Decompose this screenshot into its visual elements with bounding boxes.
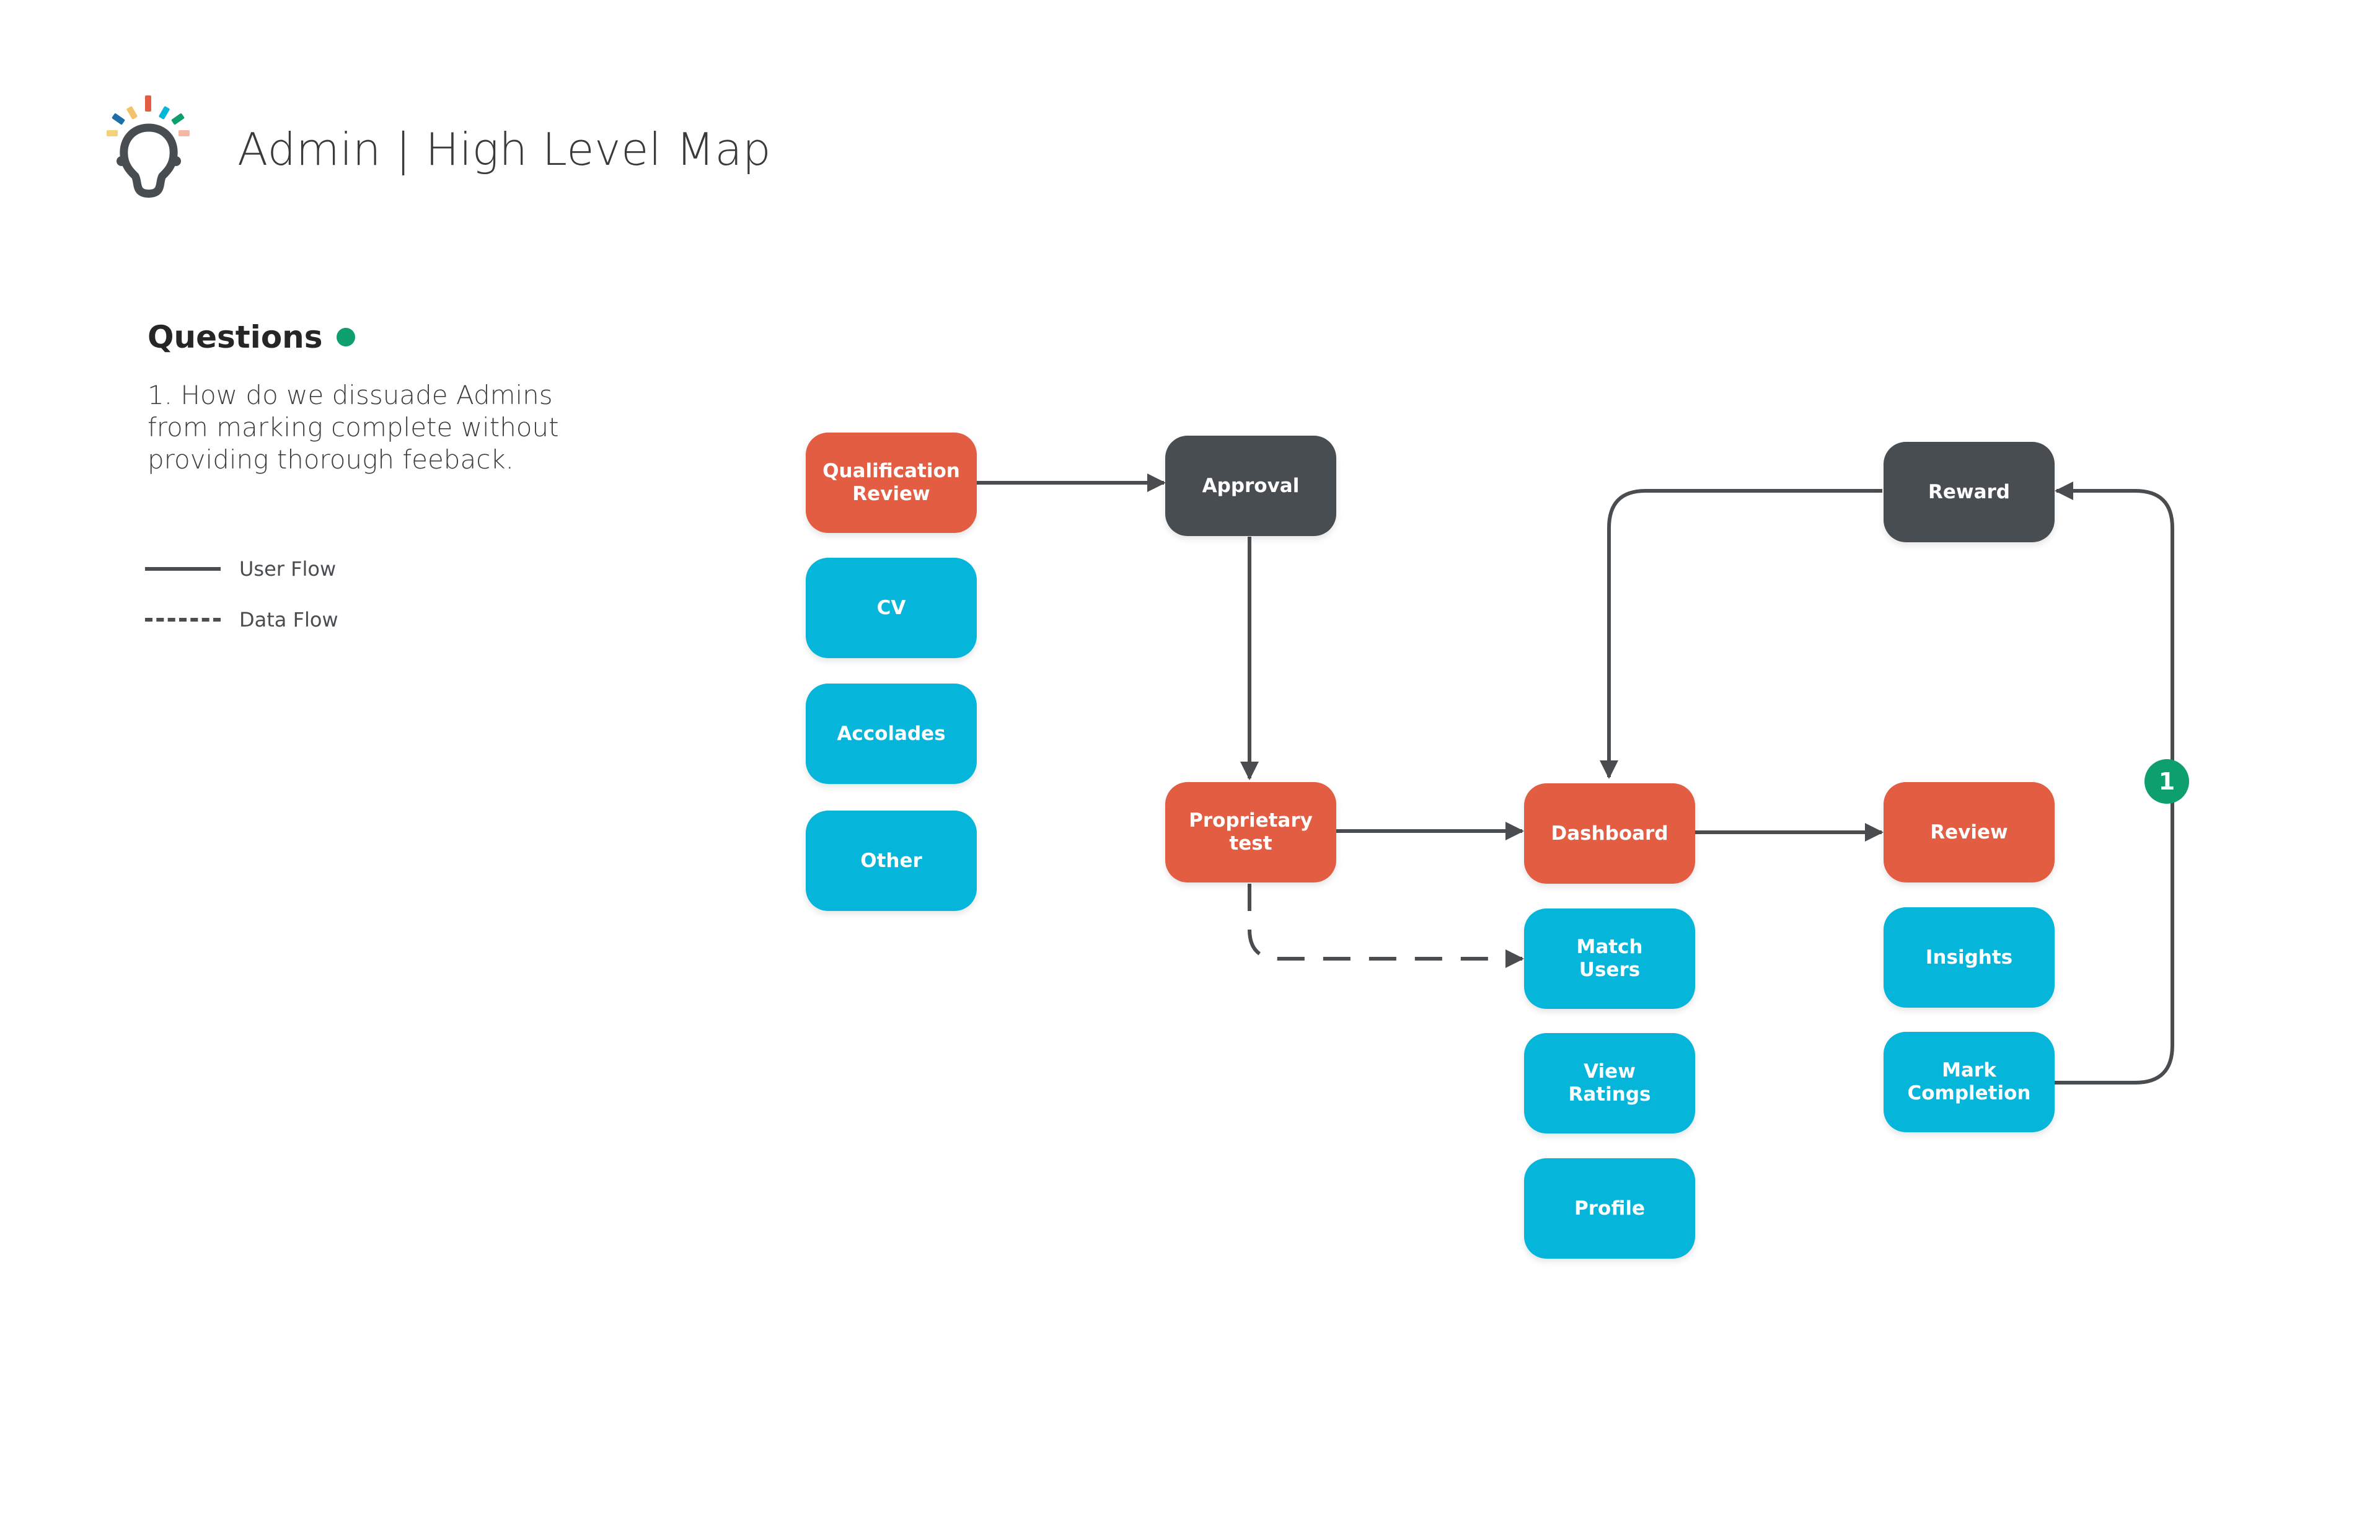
node-reward[interactable]: Reward (1884, 442, 2055, 542)
question-badge[interactable]: 1 (2144, 759, 2189, 804)
dashed-line-icon (145, 618, 221, 622)
node-profile[interactable]: Profile (1524, 1158, 1695, 1259)
questions-heading: Questions (148, 316, 355, 358)
node-insights[interactable]: Insights (1884, 907, 2055, 1008)
node-other[interactable]: Other (806, 811, 977, 911)
legend-data-flow: Data Flow (145, 607, 338, 632)
node-match-users[interactable]: Match Users (1524, 909, 1695, 1009)
node-qualification-review[interactable]: Qualification Review (806, 433, 977, 533)
node-approval[interactable]: Approval (1165, 436, 1336, 536)
legend-data-flow-label: Data Flow (239, 608, 338, 631)
node-review[interactable]: Review (1884, 782, 2055, 882)
questions-title: Questions (148, 319, 323, 355)
solid-line-icon (145, 567, 221, 571)
legend-user-flow: User Flow (145, 557, 336, 581)
edge-proprietary-match-users (1248, 884, 1524, 968)
node-view-ratings[interactable]: View Ratings (1524, 1033, 1695, 1133)
node-dashboard[interactable]: Dashboard (1524, 783, 1695, 884)
question-item: 1. How do we dissuade Admins from markin… (148, 380, 559, 475)
page-title: Admin | High Level Map (237, 123, 772, 175)
node-mark-completion[interactable]: Mark Completion (1884, 1032, 2055, 1132)
node-accolades[interactable]: Accolades (806, 684, 977, 784)
legend-user-flow-label: User Flow (239, 557, 337, 581)
node-proprietary-test[interactable]: Proprietary test (1165, 782, 1336, 882)
lightbulb-head-logo-icon (107, 95, 190, 198)
status-dot (336, 328, 355, 346)
node-cv[interactable]: CV (806, 558, 977, 658)
edge-reward-dashboard (1600, 489, 1882, 779)
